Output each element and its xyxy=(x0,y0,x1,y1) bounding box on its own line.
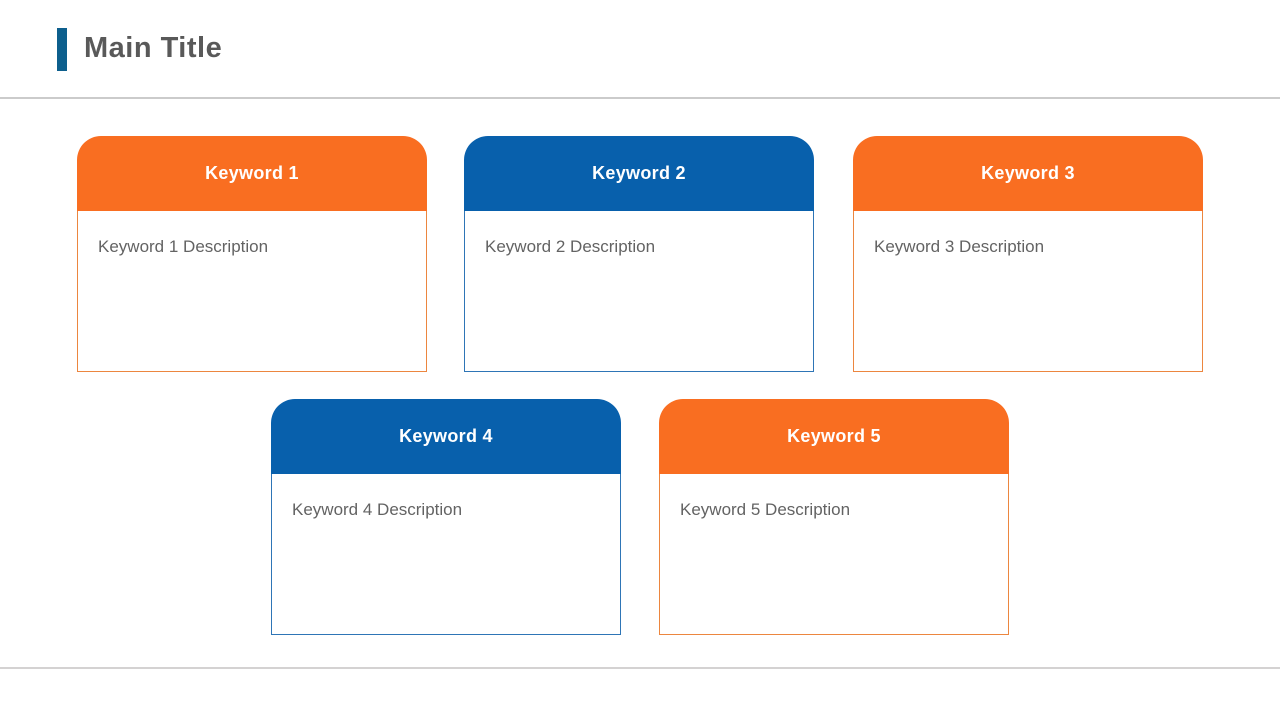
title-accent-bar xyxy=(57,28,67,71)
keyword-card-1-body: Keyword 1 Description xyxy=(77,211,427,372)
footer-divider xyxy=(0,667,1280,669)
keyword-card-3-body: Keyword 3 Description xyxy=(853,211,1203,372)
keyword-card-3-description: Keyword 3 Description xyxy=(874,237,1045,256)
keyword-card-4-description: Keyword 4 Description xyxy=(292,500,463,519)
keyword-card-1-description: Keyword 1 Description xyxy=(98,237,269,256)
keyword-card-5-title: Keyword 5 xyxy=(787,426,881,446)
keyword-card-3: Keyword 3 Keyword 3 Description xyxy=(853,136,1203,372)
keyword-card-4-title: Keyword 4 xyxy=(399,426,493,446)
keyword-card-5-header: Keyword 5 xyxy=(659,399,1009,474)
keyword-card-4-body: Keyword 4 Description xyxy=(271,474,621,635)
header-divider xyxy=(0,97,1280,99)
page-title: Main Title xyxy=(84,32,223,64)
keyword-card-2-header: Keyword 2 xyxy=(464,136,814,211)
keyword-card-2-title: Keyword 2 xyxy=(592,163,686,183)
keyword-card-5-description: Keyword 5 Description xyxy=(680,500,851,519)
keyword-card-5: Keyword 5 Keyword 5 Description xyxy=(659,399,1009,635)
slide-header: Main Title xyxy=(0,0,1280,97)
keyword-card-1-header: Keyword 1 xyxy=(77,136,427,211)
keyword-card-4: Keyword 4 Keyword 4 Description xyxy=(271,399,621,635)
keyword-card-2: Keyword 2 Keyword 2 Description xyxy=(464,136,814,372)
keyword-card-1: Keyword 1 Keyword 1 Description xyxy=(77,136,427,372)
keyword-card-2-body: Keyword 2 Description xyxy=(464,211,814,372)
keyword-card-3-title: Keyword 3 xyxy=(981,163,1075,183)
keyword-card-4-header: Keyword 4 xyxy=(271,399,621,474)
keyword-card-1-title: Keyword 1 xyxy=(205,163,299,183)
keyword-card-2-description: Keyword 2 Description xyxy=(485,237,656,256)
keyword-card-3-header: Keyword 3 xyxy=(853,136,1203,211)
keyword-card-5-body: Keyword 5 Description xyxy=(659,474,1009,635)
